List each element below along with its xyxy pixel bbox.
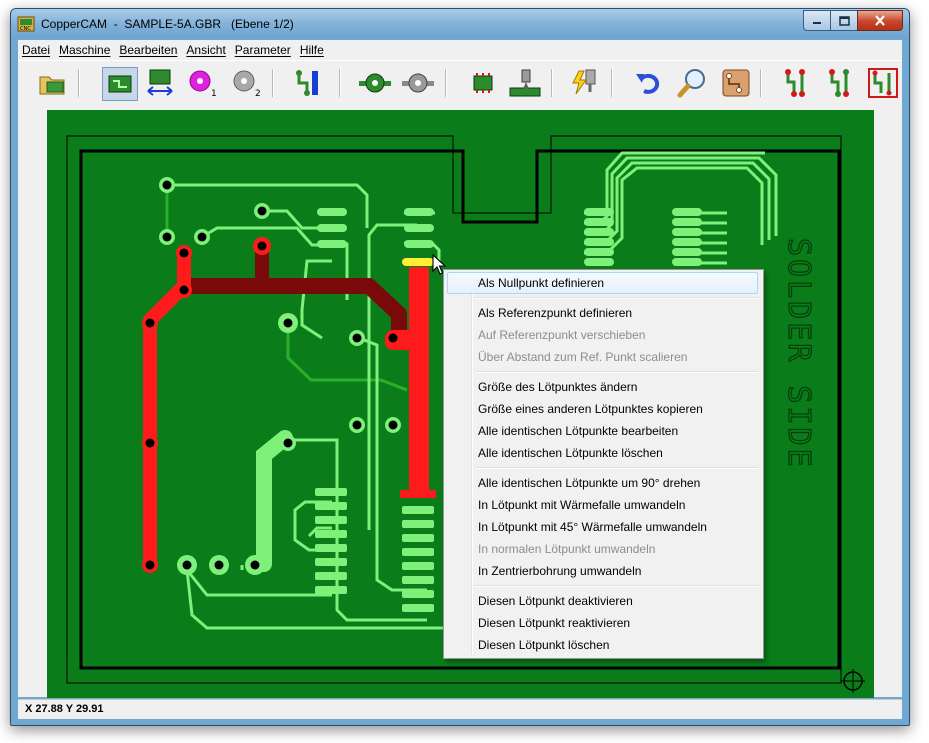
ctx-scale-by-distance[interactable]: Über Abstand zum Ref. Punkt scalieren xyxy=(478,350,688,364)
menu-hilfe[interactable]: Hilfe xyxy=(299,43,324,57)
cursor-coordinates: X 27.88 Y 29.91 xyxy=(25,703,104,715)
ctx-convert-thermal-45[interactable]: In Lötpunkt mit 45° Wärmefalle umwandeln xyxy=(478,520,707,534)
zoom-icon xyxy=(677,69,705,98)
silkscreen-text: SOLDER SIDE xyxy=(781,238,816,470)
drill-1-button[interactable]: 1 xyxy=(186,67,220,99)
engraving-icon xyxy=(509,69,541,97)
coppercam-app-icon: CNC xyxy=(17,16,35,32)
lightning-tool-icon xyxy=(572,69,596,95)
close-button[interactable] xyxy=(857,10,903,31)
context-menu: Als Nullpunkt definieren Als Referenzpun… xyxy=(443,269,764,659)
ctx-deactivate-pad[interactable]: Diesen Lötpunkt deaktivieren xyxy=(478,594,633,608)
pcb-layout[interactable]: SOLDER SIDE xyxy=(47,110,874,698)
minimize-icon xyxy=(813,21,821,24)
tracks-red-icon xyxy=(785,69,805,97)
board-outline-icon xyxy=(722,69,750,97)
board-view-icon xyxy=(108,75,132,93)
open-folder-icon xyxy=(39,76,65,95)
board-outline-button[interactable] xyxy=(719,67,753,99)
ctx-set-reference[interactable]: Als Referenzpunkt definieren xyxy=(478,306,633,320)
zoom-button[interactable] xyxy=(676,67,710,99)
ctx-convert-thermal[interactable]: In Lötpunkt mit Wärmefalle umwandeln xyxy=(478,498,686,512)
menu-parameter[interactable]: Parameter xyxy=(234,43,291,57)
tracks-green-button[interactable] xyxy=(824,67,858,99)
toolbar: 1 2 xyxy=(18,60,902,105)
maximize-button[interactable] xyxy=(830,10,858,31)
engraving-button[interactable] xyxy=(508,67,542,99)
menu-datei[interactable]: Datei xyxy=(22,43,51,57)
svg-text:CNC: CNC xyxy=(20,26,31,32)
board-move-button[interactable] xyxy=(143,67,177,99)
window-title: CopperCAM - SAMPLE-5A.GBR (Ebene 1/2) xyxy=(41,17,294,31)
pad-gray-button[interactable] xyxy=(401,67,435,99)
maximize-icon xyxy=(838,15,850,26)
title-bar[interactable]: CNC CopperCAM - SAMPLE-5A.GBR (Ebene 1/2… xyxy=(11,9,909,39)
ctx-copy-pad-size[interactable]: Größe eines anderen Lötpunktes kopieren xyxy=(478,402,703,416)
chip-button[interactable] xyxy=(466,67,500,99)
drill-1-icon: 1 xyxy=(189,70,217,98)
board-move-icon xyxy=(147,69,173,96)
board-view-button[interactable] xyxy=(102,67,138,101)
ctx-convert-centering-hole[interactable]: In Zentrierbohrung umwandeln xyxy=(478,564,642,578)
ctx-delete-pad[interactable]: Diesen Lötpunkt löschen xyxy=(478,638,610,652)
tracks-green-icon xyxy=(829,69,849,97)
ctx-set-origin[interactable]: Als Nullpunkt definieren xyxy=(447,272,758,294)
tracks-red-button[interactable] xyxy=(780,67,814,99)
menu-ansicht[interactable]: Ansicht xyxy=(186,43,226,57)
undo-icon xyxy=(636,73,660,94)
menu-bar: Datei Maschine Bearbeiten Ansicht Parame… xyxy=(18,40,902,60)
ctx-reactivate-pad[interactable]: Diesen Lötpunkt reaktivieren xyxy=(478,616,631,630)
drill-2-icon: 2 xyxy=(233,70,261,98)
ctx-move-to-reference[interactable]: Auf Referenzpunkt verschieben xyxy=(478,328,646,342)
svg-text:2: 2 xyxy=(255,89,261,98)
menu-maschine[interactable]: Maschine xyxy=(59,43,111,57)
pad-button[interactable] xyxy=(358,67,392,99)
status-bar: X 27.88 Y 29.91 xyxy=(18,699,902,719)
svg-text:1: 1 xyxy=(211,89,217,98)
menu-bearbeiten[interactable]: Bearbeiten xyxy=(119,43,178,57)
tracks-frame-button[interactable] xyxy=(866,67,900,99)
minimize-button[interactable] xyxy=(803,10,831,31)
undo-button[interactable] xyxy=(632,67,666,99)
pad-gray-icon xyxy=(402,73,434,93)
chip-icon xyxy=(473,73,493,93)
path-select-icon xyxy=(296,70,318,96)
tracks-frame-icon xyxy=(868,68,898,98)
path-select-button[interactable] xyxy=(290,67,324,99)
ctx-rotate-identical-pads[interactable]: Alle identischen Lötpunkte um 90° drehen xyxy=(478,476,701,490)
pad-icon xyxy=(359,73,391,93)
close-icon xyxy=(875,15,885,26)
mouse-cursor-icon xyxy=(432,254,446,275)
drill-2-button[interactable]: 2 xyxy=(230,67,264,99)
ctx-delete-identical-pads[interactable]: Alle identischen Lötpunkte löschen xyxy=(478,446,663,460)
ctx-change-pad-size[interactable]: Größe des Lötpunktes ändern xyxy=(478,380,638,394)
lightning-tool-button[interactable] xyxy=(567,67,601,99)
open-file-button[interactable] xyxy=(35,67,69,99)
ctx-convert-normal[interactable]: In normalen Lötpunkt umwandeln xyxy=(478,542,656,556)
ctx-edit-identical-pads[interactable]: Alle identischen Lötpunkte bearbeiten xyxy=(478,424,679,438)
